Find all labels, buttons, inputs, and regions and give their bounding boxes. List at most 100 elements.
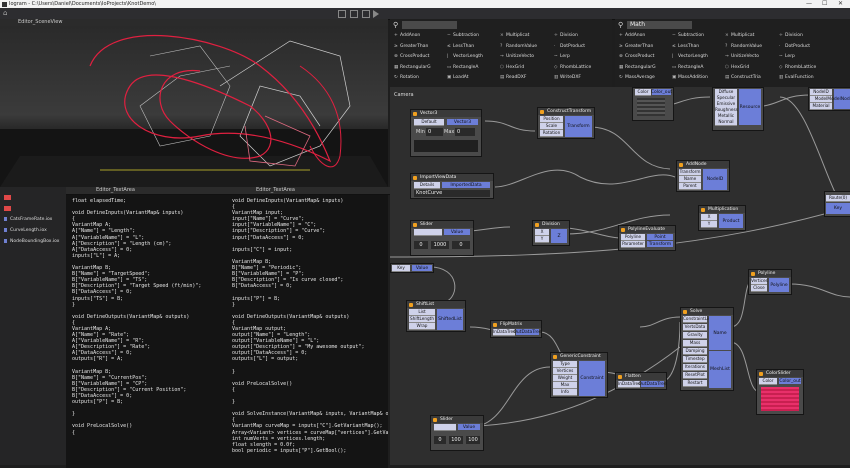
output-port[interactable]: Value — [444, 229, 470, 235]
color-swatch[interactable] — [637, 98, 665, 116]
function-item[interactable]: ×Multiplicat — [500, 33, 529, 38]
function-item[interactable]: ▦RectangularG — [394, 65, 431, 70]
grid-icon[interactable] — [362, 10, 370, 18]
input-port[interactable]: VertsData — [683, 324, 707, 331]
input-port[interactable]: Key — [392, 265, 410, 272]
function-item[interactable]: ▭RectangleA — [447, 65, 479, 70]
file-item[interactable]: NodeBoundingBox.iox — [4, 239, 59, 244]
input-port[interactable]: Close — [751, 285, 767, 292]
function-item[interactable]: ↻Rotation — [394, 75, 419, 80]
input-port[interactable]: Rotation — [540, 130, 563, 137]
function-item[interactable]: ◇RhombLattice — [554, 65, 591, 70]
function-item[interactable]: ▥WriteDXF — [554, 75, 581, 80]
function-item[interactable]: ▣MassAddition — [672, 75, 708, 80]
output-port[interactable]: Key — [826, 203, 850, 214]
function-item[interactable]: ~Lerp — [554, 54, 570, 59]
save-icon[interactable] — [350, 10, 358, 18]
function-item[interactable]: −Subtraction — [672, 33, 704, 38]
function-item[interactable]: ?RandomValue — [500, 44, 537, 49]
import-value-field[interactable]: KnotCurve — [414, 190, 490, 197]
resource-node[interactable]: Diffuse Specular Emissive Roughness Meta… — [712, 87, 764, 131]
function-item[interactable]: ▤ConstructTria — [725, 75, 761, 80]
input-port[interactable]: Color — [759, 378, 777, 385]
division-node[interactable]: Division X Y Z — [532, 220, 570, 246]
function-item[interactable]: +AddAnon — [619, 33, 645, 38]
function-item[interactable]: ⊗CrossProduct — [394, 54, 429, 59]
new-file-icon[interactable] — [338, 10, 346, 18]
play-icon[interactable] — [373, 10, 379, 18]
input-port[interactable]: Gravity — [683, 332, 707, 339]
input-port[interactable]: Y — [535, 236, 549, 243]
output-port[interactable]: ModelNodeId — [827, 89, 850, 109]
min-value[interactable]: 0 — [426, 128, 443, 136]
color-node[interactable]: Color Color_out — [632, 87, 674, 121]
route-node[interactable]: Route(0) Key — [824, 191, 850, 217]
output-port[interactable]: Value — [412, 265, 432, 271]
function-item[interactable]: ▣LoadAt — [447, 75, 469, 80]
function-item[interactable]: ▥EvalFunction — [779, 75, 814, 80]
scene-view[interactable] — [0, 26, 388, 187]
function-item[interactable]: ≤LessThan — [447, 44, 474, 49]
output-port[interactable]: Point — [647, 234, 673, 240]
input-port[interactable]: Color — [635, 89, 651, 96]
input-port[interactable]: NodeID — [810, 89, 832, 96]
function-item[interactable]: +AddAnon — [394, 33, 420, 38]
input-port[interactable]: Max — [553, 382, 577, 389]
construct-transform-node[interactable]: ConstructTransform Position Scale Rotati… — [537, 107, 595, 139]
function-item[interactable]: ?RandomValue — [725, 44, 762, 49]
input-port[interactable]: Default — [414, 119, 444, 126]
function-item[interactable]: ·DotProduct — [554, 44, 585, 49]
input-port[interactable]: Details — [414, 182, 440, 189]
input-port[interactable]: Vertices — [553, 368, 577, 375]
function-item[interactable]: −Subtraction — [447, 33, 479, 38]
file-item[interactable]: CatsFrameRate.iox — [4, 217, 52, 222]
input-port[interactable]: Restart — [683, 380, 707, 387]
flatten-node[interactable]: Flatten InDataTree OutDataTree — [615, 372, 667, 390]
slider-node-2[interactable]: Slider Value 0 100 100 — [430, 415, 484, 451]
slider-min[interactable]: 0 — [434, 436, 446, 444]
model-node[interactable]: NodeID Model Material ModelNodeId — [808, 87, 850, 111]
input-port[interactable]: X — [701, 214, 717, 221]
function-item[interactable]: ⬡HexGrid — [500, 65, 524, 70]
slider-max[interactable]: 100 — [449, 436, 463, 444]
input-port[interactable]: Normal — [715, 119, 737, 126]
function-item[interactable]: ≥GreaterThan — [619, 44, 653, 49]
output-port[interactable]: Resource — [739, 89, 761, 125]
input-port[interactable]: Wrap — [409, 323, 435, 330]
function-item[interactable]: ↻MassAverage — [619, 75, 655, 80]
input-port[interactable]: Polyline — [621, 234, 645, 241]
input-port[interactable]: Mass — [683, 340, 707, 347]
output-port[interactable]: Color_out — [779, 378, 801, 384]
add-node[interactable]: AddNode Transform Name Parent NodeID — [676, 160, 730, 192]
output-port[interactable]: OutDataTree — [513, 329, 542, 335]
input-port[interactable]: Position — [540, 116, 563, 123]
input-port[interactable]: Y — [701, 221, 717, 228]
search-input-1[interactable] — [402, 21, 457, 29]
function-item[interactable]: ⊗CrossProduct — [619, 54, 654, 59]
input-port[interactable]: Info — [553, 389, 577, 396]
code-editor-2[interactable]: void DefineInputs(VariantMap& inputs){Va… — [230, 195, 388, 468]
node-graph-canvas[interactable]: Camera Vector3 Default — [390, 87, 850, 465]
multiplication-node[interactable]: Multiplication X Y Product — [698, 205, 746, 231]
color-swatch[interactable] — [761, 387, 799, 411]
function-item[interactable]: |VectorLength — [672, 54, 708, 59]
function-item[interactable]: ◇RhombLattice — [779, 65, 816, 70]
output-port[interactable]: MeshList — [709, 351, 731, 388]
function-item[interactable]: ⬡HexGrid — [725, 65, 749, 70]
function-item[interactable]: ≥GreaterThan — [394, 44, 428, 49]
input-port[interactable]: Route(0) — [826, 195, 850, 202]
input-port[interactable]: ConstraintList — [683, 316, 713, 323]
maximize-button[interactable]: ☐ — [822, 0, 828, 7]
input-port[interactable]: Parameter — [621, 241, 645, 248]
polyline-evaluate-node[interactable]: PolylineEvaluate Polyline Parameter Poin… — [618, 225, 676, 251]
input-port[interactable] — [434, 424, 456, 431]
function-item[interactable]: ▤ReadDXF — [500, 75, 526, 80]
output-port[interactable]: NodeID — [703, 169, 727, 190]
code-editor-1[interactable]: float elapsedTime;void DefineInputs(Vari… — [66, 195, 230, 468]
function-item[interactable]: ÷Division — [554, 33, 578, 38]
input-port[interactable] — [414, 229, 442, 236]
slider-min[interactable]: 0 — [414, 241, 428, 249]
output-port[interactable]: OutDataTree — [638, 381, 667, 387]
input-port[interactable]: InDataTree — [618, 381, 641, 388]
